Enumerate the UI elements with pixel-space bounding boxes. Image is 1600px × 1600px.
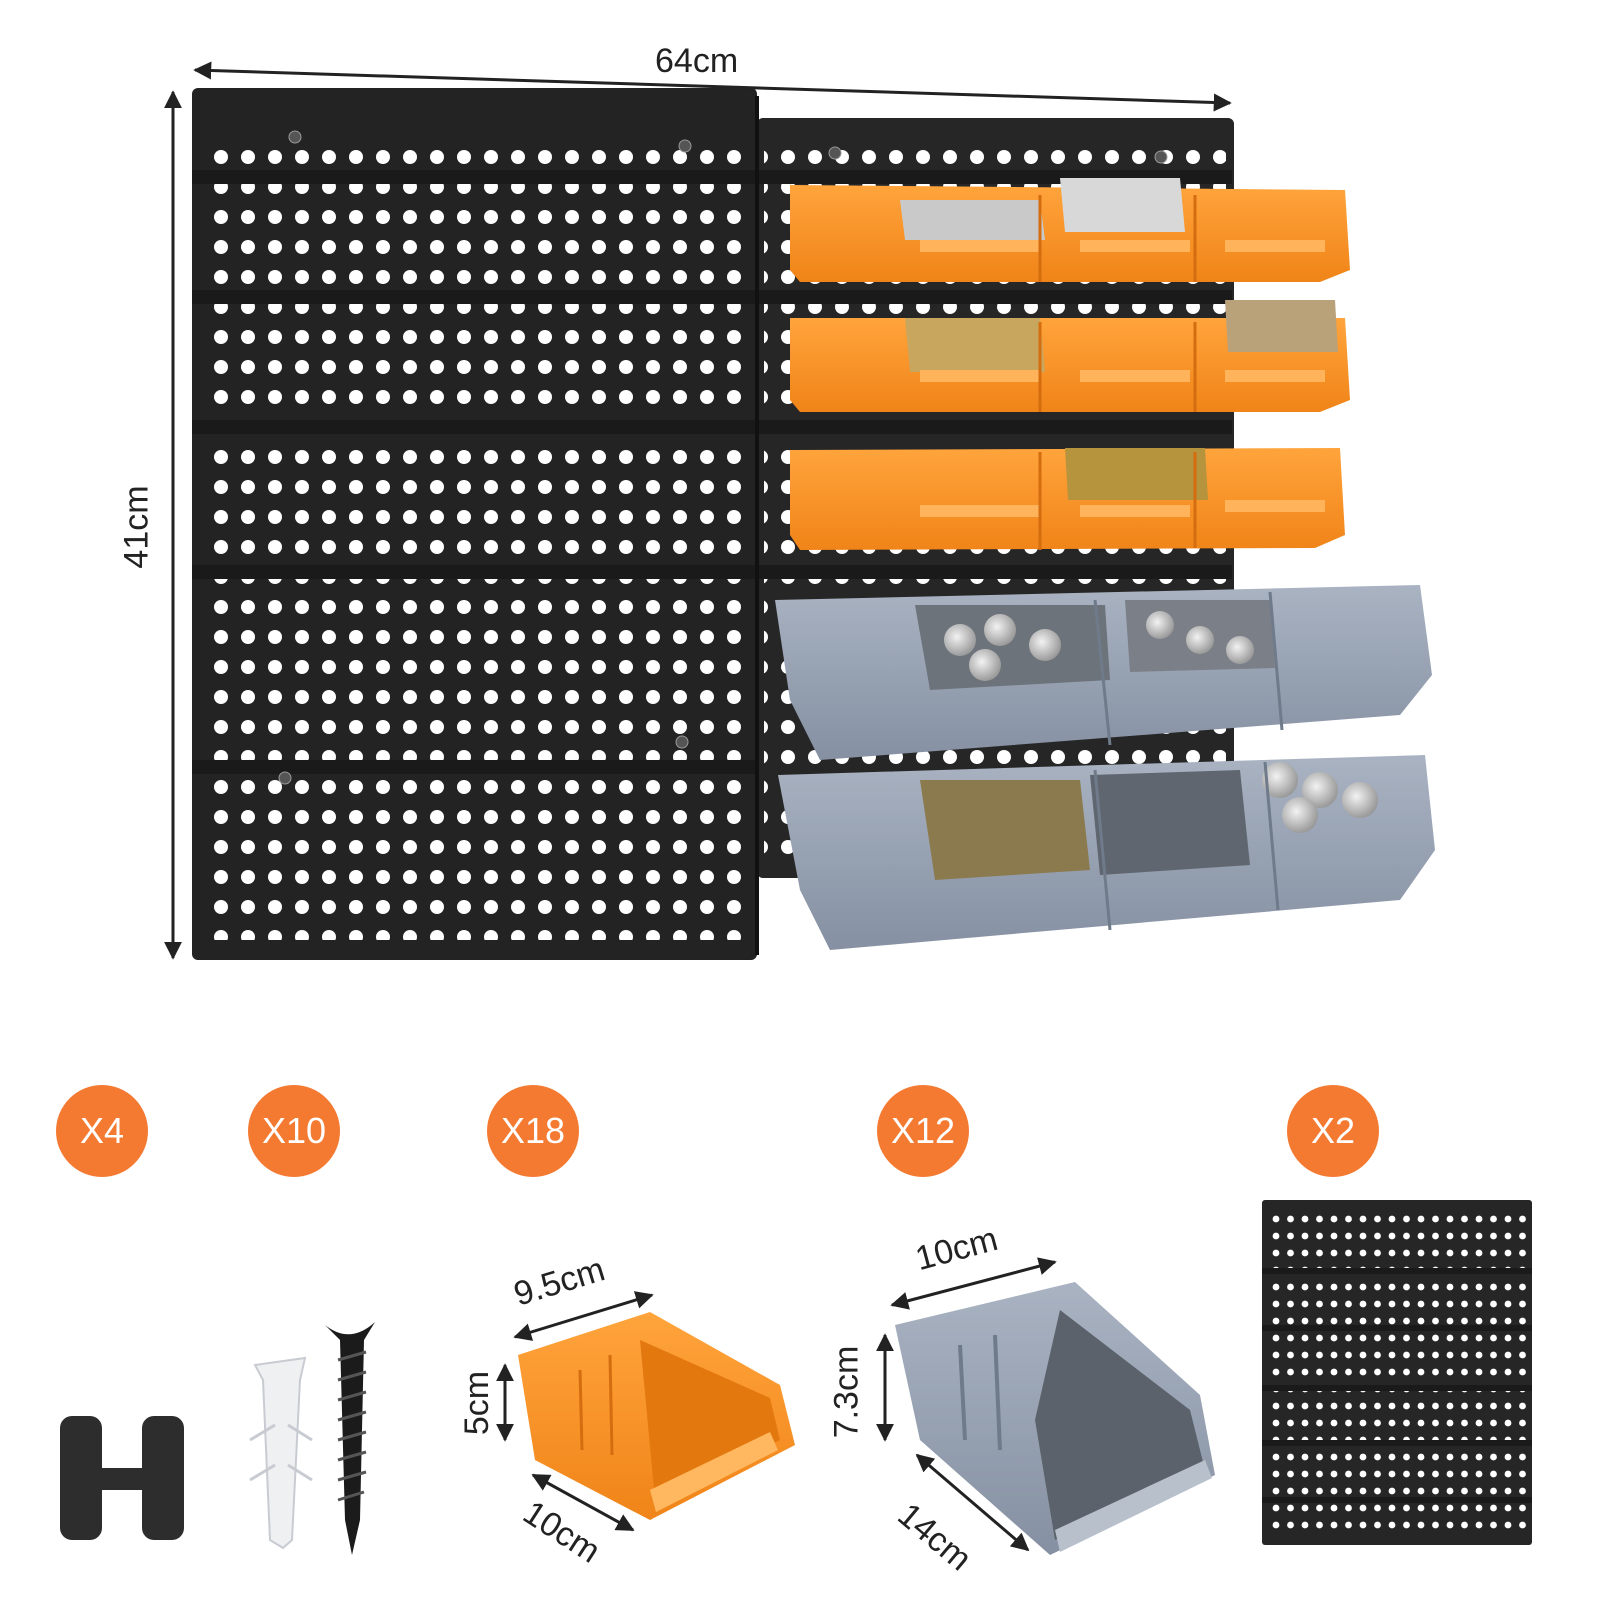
- quantity-badge-small-bin: X18: [487, 1085, 579, 1177]
- wall-plug-icon: [249, 1356, 313, 1550]
- orange-bin-row-3: [790, 448, 1345, 550]
- gray-bins-mounted: [775, 585, 1435, 950]
- height-dimension-label: 41cm: [117, 485, 156, 569]
- width-dimension-label: 64cm: [655, 42, 739, 80]
- gray-bin-row-2: [778, 755, 1435, 950]
- small-bin-width-arrow: [513, 1291, 654, 1341]
- quantity-badge-large-bin: X12: [877, 1085, 969, 1177]
- small-orange-bin: [518, 1312, 795, 1520]
- h-connector-icon: [60, 1416, 184, 1540]
- width-dimension-arrow: [193, 61, 1232, 112]
- quantity-badge-h-connector: X4: [56, 1085, 148, 1177]
- orange-bin-row-2: [790, 300, 1350, 412]
- orange-bin-row-1: [790, 178, 1350, 282]
- large-bin-width-arrow: [890, 1257, 1057, 1310]
- large-bin-depth-arrow: [915, 1453, 1030, 1552]
- loose-wall-panel: [1262, 1200, 1532, 1545]
- small-bin-depth-arrow: [531, 1473, 635, 1532]
- screw-icon: [325, 1322, 375, 1555]
- quantity-badge-screw-set: X10: [248, 1085, 340, 1177]
- small-bin-height-label: 5cm: [458, 1370, 497, 1436]
- large-gray-bin: [895, 1282, 1215, 1555]
- gray-bin-row-1: [775, 585, 1432, 760]
- panel-holes-left: [206, 140, 754, 940]
- large-bin-height-label: 7.3cm: [827, 1345, 866, 1439]
- quantity-badge-wall-panel: X2: [1287, 1085, 1379, 1177]
- orange-bins-mounted: [790, 178, 1350, 550]
